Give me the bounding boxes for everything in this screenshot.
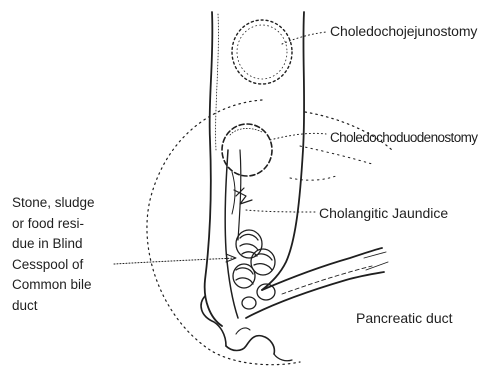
stone-label-line: or food resi- bbox=[12, 214, 95, 235]
leader-choledochoduodenostomy bbox=[270, 133, 326, 140]
label-cholangitic-jaundice: Cholangitic Jaundice bbox=[319, 206, 448, 220]
label-pancreatic-duct: Pancreatic duct bbox=[356, 311, 453, 325]
stone-label-line: duct bbox=[12, 296, 95, 317]
label-choledochojejunostomy: Choledochojejunostomy bbox=[330, 24, 477, 38]
stone-label-line: Common bile bbox=[12, 275, 95, 296]
cbd-inner-left bbox=[225, 150, 238, 318]
ampulla-outline bbox=[201, 296, 226, 346]
cbd-inner-right bbox=[238, 150, 241, 240]
duct-left-wall bbox=[205, 12, 222, 326]
duct-inner-left bbox=[216, 14, 219, 150]
stone-label-line: Cesspool of bbox=[12, 255, 95, 276]
leader-stone bbox=[114, 258, 236, 264]
duct-right-wall bbox=[262, 12, 304, 290]
pancreatic-duct-upper bbox=[262, 248, 382, 290]
stone-label-line: Stone, sludge bbox=[12, 193, 95, 214]
label-choledochoduodenostomy: Choledochoduodenostomy bbox=[330, 131, 477, 145]
stone-label-line: due in Blind bbox=[12, 234, 95, 255]
choledochoduodenostomy-anastomosis bbox=[222, 124, 272, 176]
label-stone-residue: Stone, sludge or food resi- due in Blind… bbox=[12, 193, 95, 316]
stone-cluster bbox=[233, 230, 275, 309]
choledochojejunostomy-anastomosis bbox=[232, 20, 292, 84]
leader-cholangitic-jaundice bbox=[246, 210, 316, 212]
